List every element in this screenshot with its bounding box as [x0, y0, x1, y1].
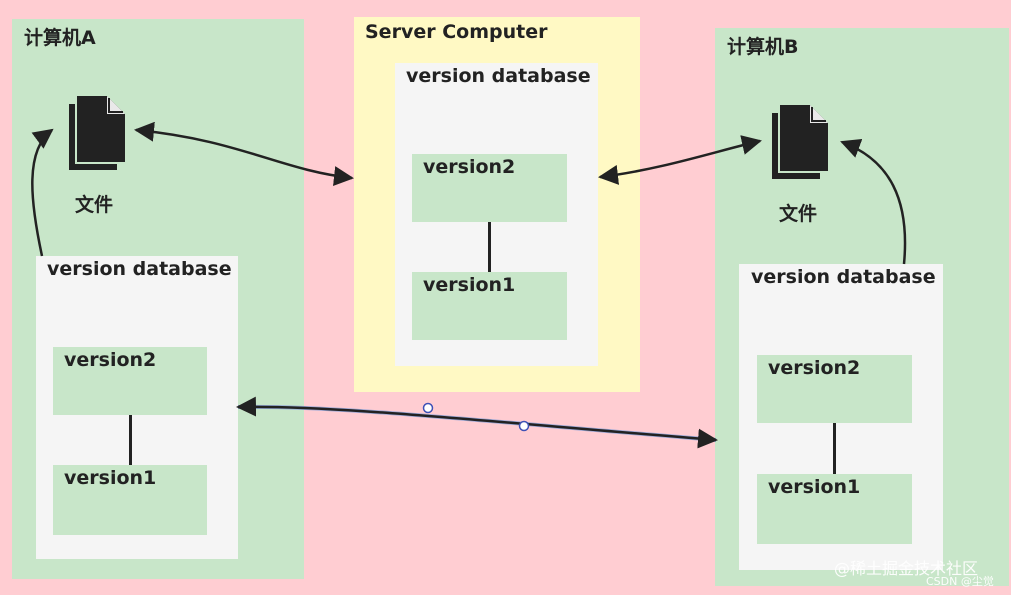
bend-handle — [422, 402, 434, 414]
computer-b-version2-label: version2 — [768, 357, 861, 379]
computer-a-version1-box: version1 — [53, 465, 207, 535]
computer-b-version1-label: version1 — [768, 476, 861, 498]
watermark-sub: CSDN @尘觉 — [926, 575, 994, 588]
computer-a-version-connector — [129, 415, 132, 465]
document-icon — [772, 105, 828, 179]
computer-b-update-arrow — [840, 138, 907, 265]
computer-a-update-arrow — [31, 128, 54, 257]
computer-b-file-label: 文件 — [779, 203, 818, 225]
database-sync-arrow-line — [236, 396, 718, 449]
document-icon — [69, 96, 125, 170]
server-version2-label: version2 — [423, 156, 516, 178]
server-title: Server Computer — [365, 21, 548, 43]
computer-b-version1-box: version1 — [757, 474, 912, 544]
computer-b-server-sync-arrow — [598, 135, 762, 185]
computer-a-database-title: version database — [47, 258, 232, 280]
computer-b-title: 计算机B — [727, 36, 799, 58]
computer-a-server-sync-arrow — [134, 121, 354, 186]
computer-a-version2-box: version2 — [53, 347, 207, 415]
server-version2-box: version2 — [412, 154, 567, 222]
bend-handle — [518, 420, 530, 432]
computer-b-version-connector — [833, 423, 836, 474]
server-version-connector — [488, 222, 491, 272]
server-version1-box: version1 — [412, 272, 567, 340]
computer-a-file-label: 文件 — [75, 194, 114, 216]
server-version1-label: version1 — [423, 274, 516, 296]
computer-b-database-title: version database — [751, 266, 936, 288]
watermark-main: @稀土掘金技术社区 — [834, 559, 979, 578]
computer-a-version2-label: version2 — [64, 349, 157, 371]
server-database-title: version database — [406, 65, 591, 87]
computer-a-title: 计算机A — [24, 27, 96, 49]
computer-b-version2-box: version2 — [757, 355, 912, 423]
computer-a-version1-label: version1 — [64, 467, 157, 489]
